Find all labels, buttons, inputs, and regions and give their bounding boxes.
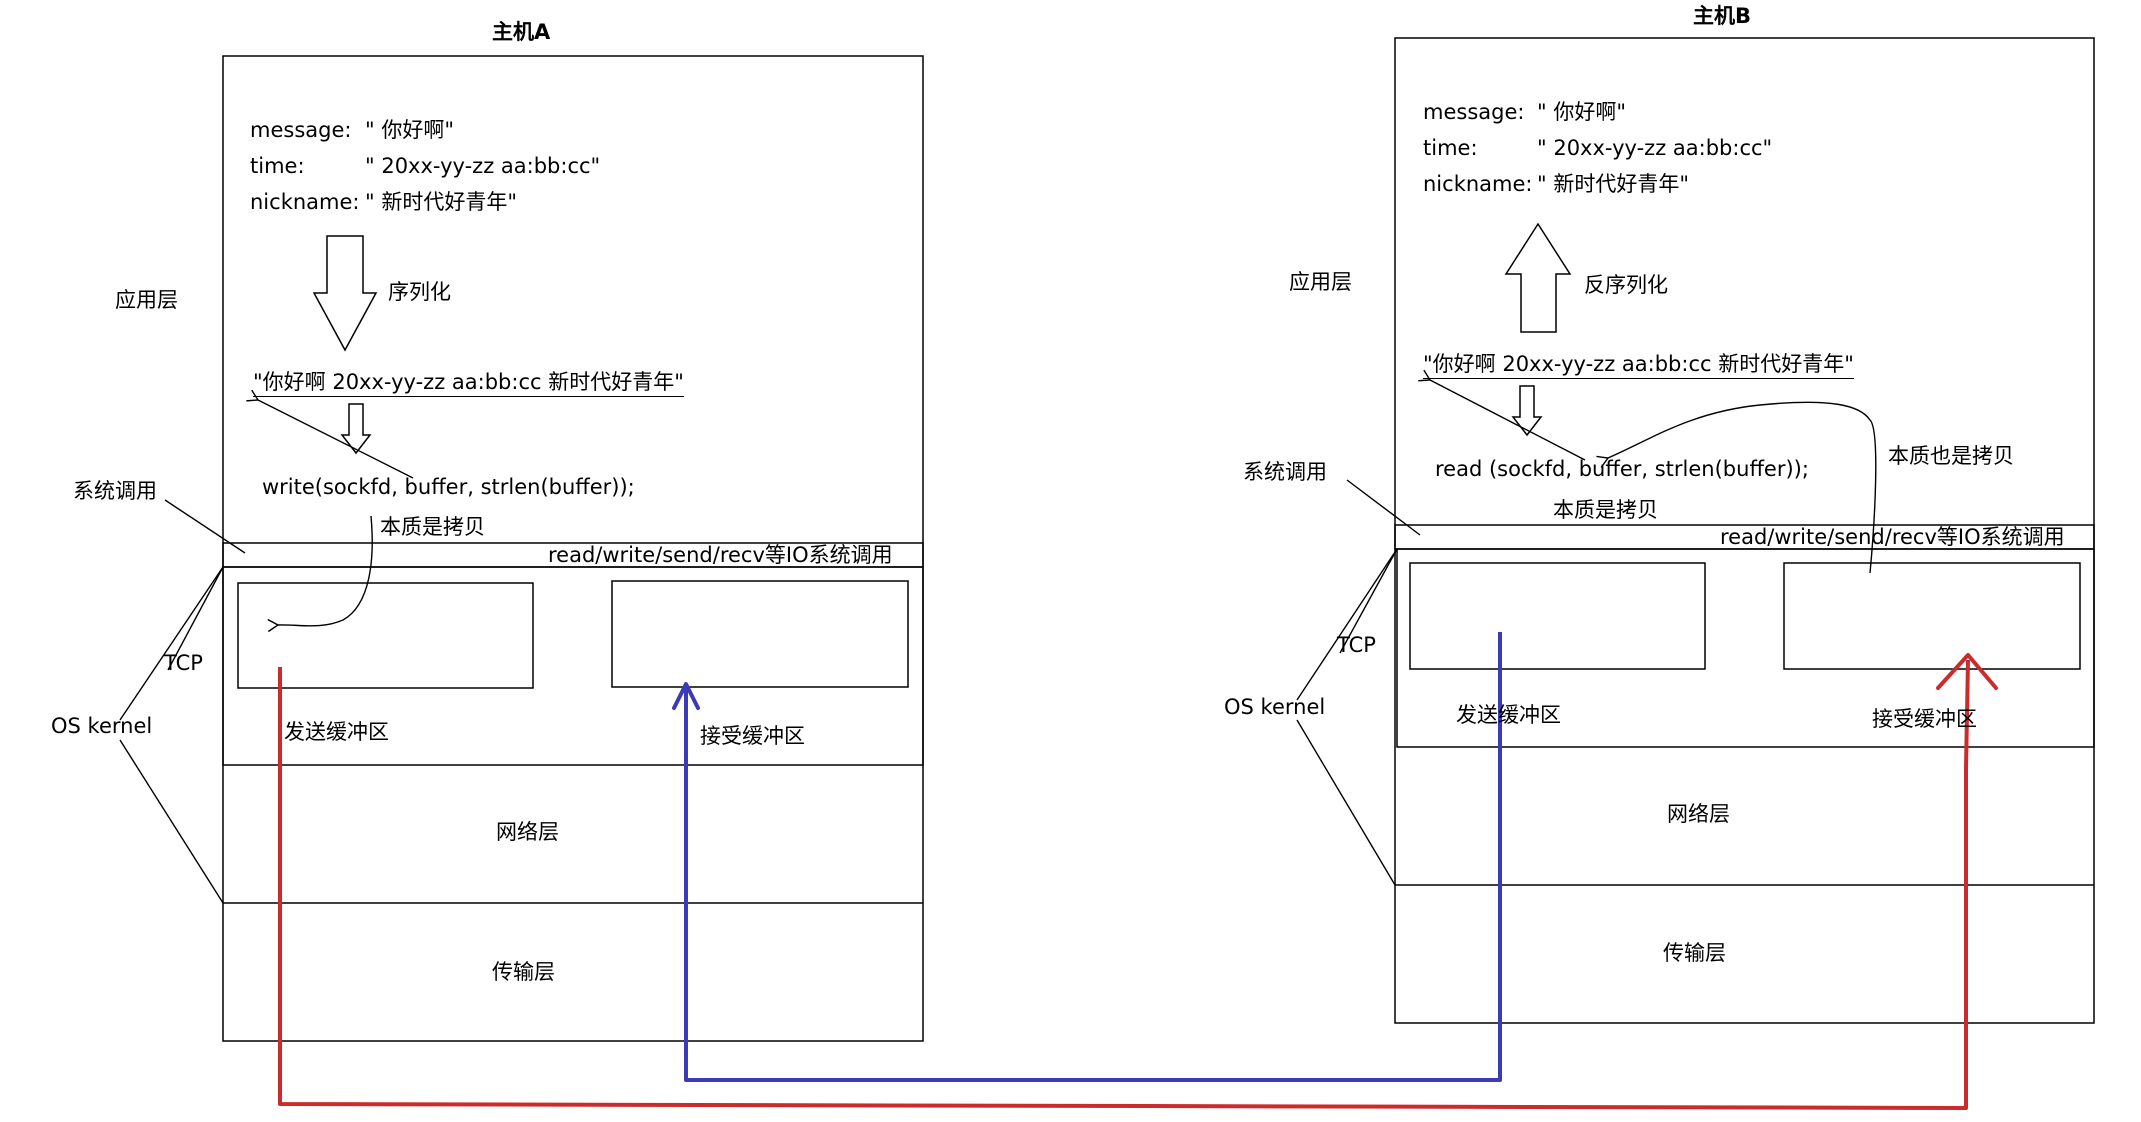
host-b-copy-curve bbox=[1596, 401, 1877, 574]
host-b-network-layer-label: 网络层 bbox=[1667, 802, 1730, 826]
host-b-title: 主机B bbox=[1693, 4, 1752, 28]
host-b-tcp-label: TCP bbox=[1337, 633, 1376, 657]
host-a-send-buffer bbox=[237, 582, 534, 689]
host-b-tcp-connector-up bbox=[1339, 548, 1398, 654]
host-b-time-value: " 20xx-yy-zz aa:bb:cc" bbox=[1537, 136, 1773, 160]
host-b-read-link bbox=[1418, 369, 1586, 461]
host-a-time-value: " 20xx-yy-zz aa:bb:cc" bbox=[365, 154, 601, 178]
host-b-recv-buffer-label: 接受缓冲区 bbox=[1872, 707, 1977, 731]
host-b-app-layer-label: 应用层 bbox=[1289, 270, 1352, 294]
host-b-nickname-key: nickname: bbox=[1423, 172, 1533, 196]
host-a-recv-buffer-label: 接受缓冲区 bbox=[700, 724, 805, 748]
host-a-serialize-label: 序列化 bbox=[388, 280, 451, 304]
host-a-recv-buffer bbox=[611, 580, 909, 688]
host-a-kernel-brace-top bbox=[119, 566, 224, 721]
host-a-nickname-key: nickname: bbox=[250, 190, 360, 214]
host-a-tcp-layer bbox=[222, 566, 924, 766]
host-b-syscall-connector bbox=[1346, 479, 1421, 536]
blue-path-arrowhead bbox=[672, 682, 700, 710]
host-a-nickname-value: " 新时代好青年" bbox=[365, 190, 517, 214]
red-path-arrowhead bbox=[1936, 653, 1998, 690]
host-b-send-buffer bbox=[1409, 562, 1706, 670]
blue-data-path bbox=[684, 632, 1502, 1082]
host-a-message-value: " 你好啊" bbox=[365, 118, 454, 142]
host-a-message-key: message: bbox=[250, 118, 352, 142]
host-b-deserialize-label: 反序列化 bbox=[1584, 273, 1668, 297]
host-a-tcp-connector-up bbox=[167, 566, 224, 671]
host-a-title: 主机A bbox=[492, 20, 551, 44]
host-b-copy-note-2: 本质也是拷贝 bbox=[1888, 444, 2014, 468]
host-a-small-down-arrow bbox=[340, 403, 372, 455]
host-b-read-call: read (sockfd, buffer, strlen(buffer)); bbox=[1435, 457, 1809, 481]
host-b-kernel-brace-top bbox=[1296, 548, 1398, 701]
host-b-serialized-string: "你好啊 20xx-yy-zz aa:bb:cc 新时代好青年" bbox=[1423, 354, 1854, 379]
host-b-syscall-side-label: 系统调用 bbox=[1243, 460, 1327, 484]
host-b-deserialize-arrow bbox=[1504, 222, 1572, 333]
host-a-send-buffer-label: 发送缓冲区 bbox=[284, 720, 389, 744]
host-a-kernel-brace-bottom bbox=[119, 739, 224, 904]
host-a-transport-layer-label: 传输层 bbox=[492, 960, 555, 984]
host-b-kernel-brace-bottom bbox=[1296, 719, 1396, 886]
host-b-time-key: time: bbox=[1423, 136, 1478, 160]
host-a-os-kernel-label: OS kernel bbox=[51, 714, 153, 738]
host-b-message-key: message: bbox=[1423, 100, 1525, 124]
host-a-syscall-connector bbox=[164, 499, 246, 554]
host-b-send-buffer-label: 发送缓冲区 bbox=[1456, 703, 1561, 727]
host-b-transport-layer-label: 传输层 bbox=[1663, 941, 1726, 965]
host-a-write-link bbox=[246, 389, 414, 479]
host-b-copy-note: 本质是拷贝 bbox=[1553, 498, 1658, 522]
host-b-recv-buffer bbox=[1783, 562, 2081, 670]
host-b-message-value: " 你好啊" bbox=[1537, 100, 1626, 124]
red-data-path bbox=[278, 659, 1970, 1110]
host-a-app-layer-label: 应用层 bbox=[115, 288, 178, 312]
host-a-tcp-label: TCP bbox=[164, 651, 203, 675]
host-b-nickname-value: " 新时代好青年" bbox=[1537, 172, 1689, 196]
host-a-write-call: write(sockfd, buffer, strlen(buffer)); bbox=[262, 475, 635, 499]
host-b-tcp-layer bbox=[1396, 548, 2095, 748]
host-a-time-key: time: bbox=[250, 154, 305, 178]
host-a-io-syscall-label: read/write/send/recv等IO系统调用 bbox=[548, 543, 893, 567]
host-a-network-layer-label: 网络层 bbox=[496, 820, 559, 844]
host-b-os-kernel-label: OS kernel bbox=[1224, 695, 1326, 719]
host-a-serialize-arrow bbox=[312, 235, 378, 352]
host-b-small-down-arrow bbox=[1511, 385, 1543, 437]
host-a-serialized-string: "你好啊 20xx-yy-zz aa:bb:cc 新时代好青年" bbox=[253, 372, 684, 397]
host-a-syscall-side-label: 系统调用 bbox=[73, 479, 157, 503]
host-b-io-syscall-label: read/write/send/recv等IO系统调用 bbox=[1720, 525, 2065, 549]
host-a-copy-curve bbox=[267, 515, 373, 633]
host-a-copy-note: 本质是拷贝 bbox=[380, 515, 485, 539]
